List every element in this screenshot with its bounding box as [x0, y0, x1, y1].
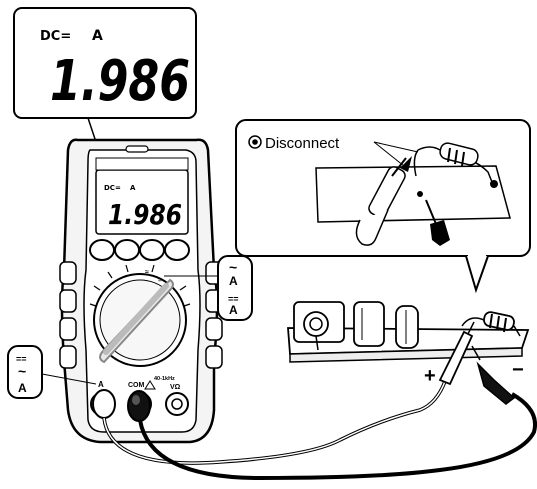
dial-callout-right: ~ A == A [164, 255, 253, 321]
left-callout-ac: ~ [18, 363, 26, 379]
left-callout-a: A [18, 381, 27, 395]
inset-probe [417, 191, 450, 246]
disconnect-label: Disconnect [265, 135, 340, 152]
multimeter: DC= A 1.986 [59, 138, 223, 444]
warning-triangle-icon [144, 380, 156, 390]
lcd-zoom-box: DC= A 1.986 [13, 7, 197, 119]
callout-ac-tilde: ~ [229, 259, 237, 275]
left-callout-dc: == [16, 354, 27, 364]
black-plug [127, 390, 151, 422]
disconnect-inset: Disconnect [235, 119, 531, 294]
a-jack-label: A [98, 380, 104, 389]
function-button-2[interactable] [114, 239, 140, 261]
function-button-3[interactable] [139, 239, 165, 261]
callout-dc-a: A [229, 303, 238, 317]
capacitor-small [395, 305, 419, 349]
red-plug [92, 389, 116, 419]
negative-sign: − [512, 359, 524, 381]
left-callout: == ~ A [7, 345, 97, 399]
negative-probe: − [471, 345, 524, 405]
top-light [125, 145, 149, 153]
capacitor-large [353, 301, 385, 347]
v-jack-label: VΩ [170, 384, 181, 391]
function-button-1[interactable] [89, 239, 115, 261]
lcd-zoom-reading: 1.986 [50, 49, 190, 114]
rotary-dial[interactable]: ≈ = [89, 264, 191, 367]
lcd-small-unit: A [130, 184, 136, 192]
function-buttons [89, 239, 190, 261]
potentiometer [293, 301, 345, 351]
left-grips [59, 261, 77, 369]
lcd-small: DC= A 1.986 [95, 157, 189, 235]
positive-sign: + [424, 365, 436, 387]
board-resistor [461, 311, 521, 337]
black-test-lead [138, 392, 537, 481]
lcd-small-reading: 1.986 [108, 198, 182, 231]
callout-dc-bar: == [228, 294, 239, 304]
positive-probe: + [424, 321, 475, 387]
com-jack-label: COM [128, 382, 145, 389]
probe-plugs [92, 389, 151, 422]
circuit-board [287, 301, 530, 363]
hz-label: 40-1kHz [154, 376, 175, 382]
lcd-small-mode: DC= [104, 184, 121, 192]
inset-soldering-iron [355, 156, 412, 246]
svg-text:≈: ≈ [145, 269, 149, 276]
lcd-zoom-mode: DC= [40, 29, 71, 44]
inset-resistor [413, 142, 498, 188]
svg-text:=: = [158, 278, 162, 284]
lcd-zoom-unit: A [92, 28, 103, 44]
callout-ac-a: A [229, 274, 238, 288]
function-button-4[interactable] [164, 239, 190, 261]
